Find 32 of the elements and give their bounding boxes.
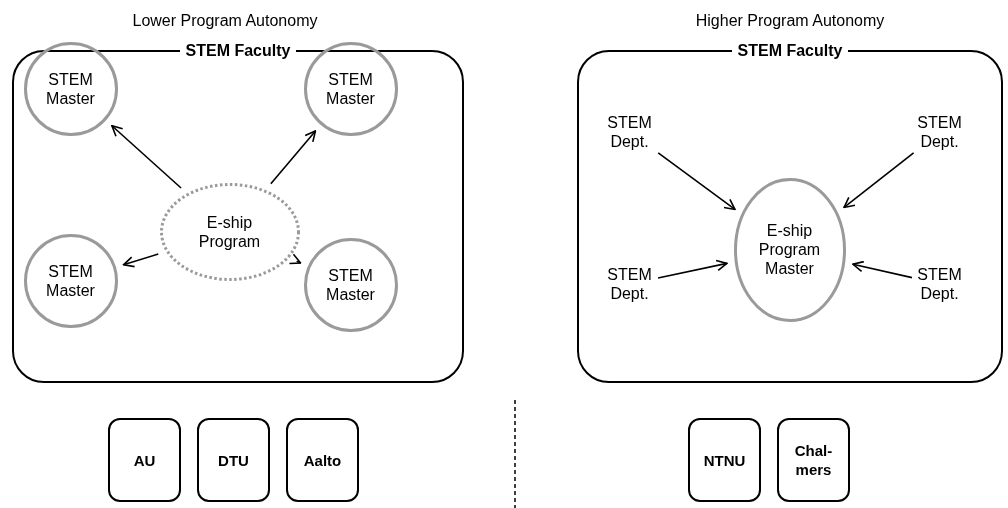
node-text: STEM Dept.: [606, 264, 653, 303]
node-text: STEM Master: [325, 69, 376, 108]
arrow: [843, 151, 915, 209]
arrow: [122, 253, 160, 268]
node-text: STEM Master: [45, 261, 96, 300]
column-heading: Higher Program Autonomy: [694, 12, 886, 30]
arrow: [270, 130, 317, 185]
node-text: E-ship Program Master: [757, 221, 822, 278]
university-box: [197, 418, 270, 502]
node-text: STEM Master: [325, 265, 376, 304]
node-text: STEM Master: [45, 69, 96, 108]
panel-title: STEM Faculty: [731, 42, 849, 59]
arrow: [657, 259, 728, 279]
node-text: STEM Dept.: [916, 264, 963, 303]
university-box: [688, 418, 761, 502]
university-name: Chal- mers: [793, 441, 834, 479]
university-name: DTU: [218, 450, 249, 470]
arrow: [288, 253, 302, 265]
university-box: [108, 418, 181, 502]
arrow: [111, 125, 182, 189]
university-box: [777, 418, 850, 502]
university-name: Aalto: [303, 450, 342, 470]
node-text: STEM Dept.: [916, 112, 963, 151]
column-heading: Lower Program Autonomy: [131, 12, 319, 30]
node-text: E-ship Program: [197, 212, 262, 251]
university-box: [286, 418, 359, 502]
university-name: NTNU: [703, 450, 746, 470]
node-text: STEM Dept.: [606, 112, 653, 151]
arrow: [657, 152, 736, 211]
panel-title: STEM Faculty: [179, 42, 297, 59]
arrow: [852, 260, 913, 279]
university-name: AU: [133, 450, 156, 470]
